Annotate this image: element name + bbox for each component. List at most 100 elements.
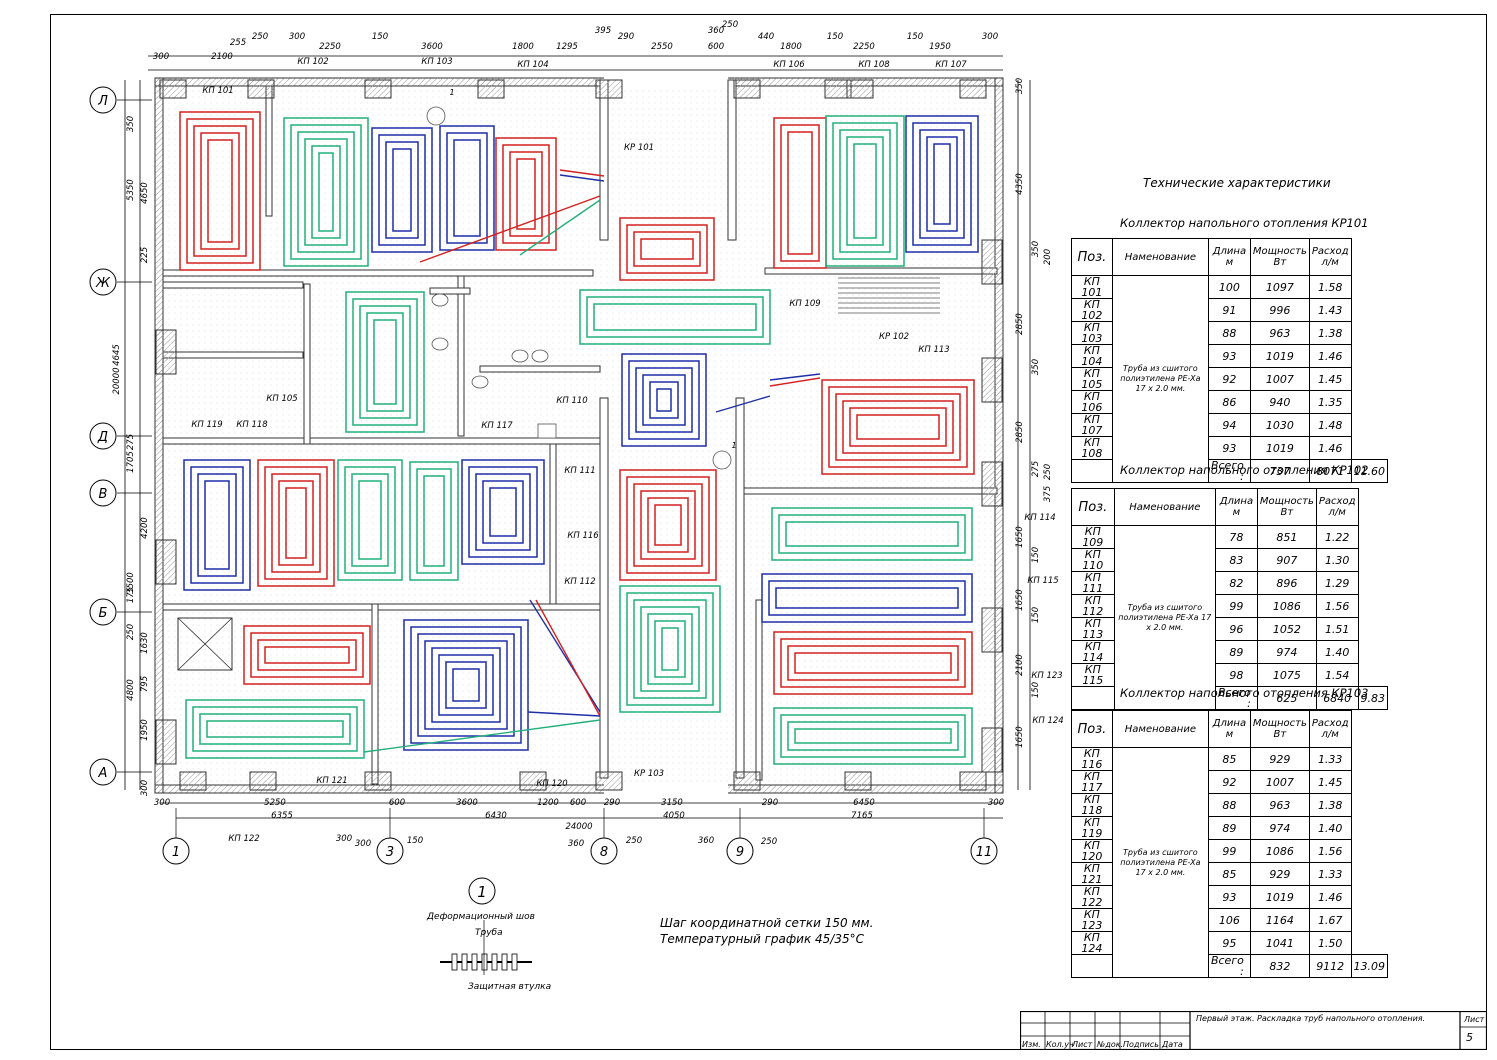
facade-pier bbox=[247, 79, 275, 99]
loop-pipe bbox=[821, 379, 975, 475]
loop-pipe bbox=[642, 374, 686, 426]
table-cell-value: 93 bbox=[1207, 344, 1251, 368]
loop-pipe bbox=[192, 706, 358, 752]
loop-pipe bbox=[647, 613, 693, 685]
loop-label: КП 122 bbox=[228, 834, 259, 844]
loop-pipe bbox=[179, 111, 261, 271]
loop-pipe bbox=[431, 647, 501, 723]
table-cell-value: 1.30 bbox=[1315, 548, 1359, 572]
interior-wall bbox=[265, 85, 273, 217]
loop-pipe bbox=[271, 473, 321, 573]
loop-pipe bbox=[842, 400, 954, 454]
interior-wall bbox=[162, 603, 604, 611]
dimension-text: 3600 bbox=[456, 798, 478, 808]
table-cell-material: Труба из сшитого полиэтилена PE-Xa 17 x … bbox=[1113, 525, 1216, 710]
dimension-text: 395 bbox=[595, 26, 611, 36]
loop-pipe bbox=[250, 632, 364, 678]
table-cell-position: КП 105 bbox=[1071, 367, 1113, 391]
feeder-pipe bbox=[715, 395, 771, 413]
loop-label: КП 115 bbox=[1027, 576, 1058, 586]
loop-pipe bbox=[516, 158, 536, 230]
loop-pipe bbox=[619, 217, 715, 281]
loop-pipe bbox=[661, 627, 679, 671]
table-header-cell: Мощность Вт bbox=[1249, 710, 1310, 748]
loop-pipe bbox=[417, 633, 515, 737]
sanitary-fixture bbox=[431, 293, 449, 307]
loop-pipe bbox=[768, 580, 966, 616]
table-cell-value: 1007 bbox=[1249, 770, 1310, 794]
loop-pipe bbox=[468, 466, 538, 558]
loop-pipe bbox=[311, 145, 341, 239]
dimension-text: 300 bbox=[982, 32, 998, 42]
table-cell-value: 1.22 bbox=[1315, 525, 1359, 549]
facade-pier bbox=[959, 771, 987, 791]
grid-axis-bubble bbox=[970, 837, 998, 865]
dimension-text: 300 bbox=[336, 834, 352, 844]
facade-pier bbox=[249, 771, 277, 791]
grid-axis-bubble bbox=[89, 86, 117, 114]
loop-pipe bbox=[257, 459, 335, 587]
loop-pipe bbox=[635, 367, 693, 433]
interior-wall bbox=[162, 437, 604, 445]
loop-pipe bbox=[482, 480, 524, 544]
table-cell-position: КП 113 bbox=[1071, 617, 1115, 641]
heating-loop bbox=[773, 707, 973, 765]
table-cell-value: 940 bbox=[1249, 390, 1310, 414]
table-cell-value: 93 bbox=[1207, 885, 1251, 909]
heating-loop bbox=[403, 619, 529, 751]
loop-pipe bbox=[640, 238, 694, 260]
loop-label: КП 107 bbox=[935, 60, 967, 70]
table-header-cell: Расход л/м bbox=[1308, 710, 1352, 748]
loop-pipe bbox=[206, 720, 344, 738]
loop-label: КП 116 bbox=[567, 531, 599, 541]
table-cell-value: 1.46 bbox=[1308, 344, 1352, 368]
dimension-text: 795 bbox=[140, 676, 150, 692]
feeder-pipe bbox=[519, 199, 601, 256]
dimension-text: 1800 bbox=[780, 42, 802, 52]
facade-pier bbox=[155, 539, 177, 585]
table-cell-value: 1.38 bbox=[1308, 321, 1352, 345]
loop-pipe bbox=[633, 231, 701, 267]
table-cell-value: 89 bbox=[1214, 640, 1258, 664]
table-cell-value: 1075 bbox=[1256, 663, 1317, 687]
interior-wall bbox=[755, 599, 763, 781]
loop-pipe bbox=[579, 289, 771, 345]
heating-loop bbox=[579, 289, 771, 345]
facade-pier bbox=[733, 771, 761, 791]
loop-pipe bbox=[371, 127, 433, 253]
heating-loop bbox=[825, 115, 905, 267]
heating-loop bbox=[409, 461, 459, 581]
loop-pipe bbox=[200, 132, 240, 250]
exterior-wall bbox=[154, 784, 1004, 794]
table-cell-value: 851 bbox=[1256, 525, 1317, 549]
feeder-pipe bbox=[529, 599, 601, 713]
loop-pipe bbox=[204, 480, 230, 570]
grid-axis-label: Ж bbox=[95, 276, 111, 291]
loop-pipe bbox=[654, 504, 682, 546]
table-cell-position: КП 109 bbox=[1071, 525, 1115, 549]
loop-pipe bbox=[509, 151, 543, 237]
table-header-cell: Длина м bbox=[1207, 710, 1251, 748]
interior-wall bbox=[303, 283, 311, 445]
table-header-cell: Наменование bbox=[1111, 710, 1209, 748]
dimension-text: 1705 bbox=[126, 451, 136, 473]
table-cell-value: 85 bbox=[1207, 747, 1251, 771]
loop-pipe bbox=[787, 131, 813, 255]
table-header-cell: Наменование bbox=[1113, 488, 1216, 526]
loop-label: КП 119 bbox=[191, 420, 222, 430]
loop-pipe bbox=[318, 152, 334, 232]
dimension-text: 5250 bbox=[264, 798, 286, 808]
loop-pipe bbox=[409, 461, 459, 581]
loop-pipe bbox=[628, 360, 700, 440]
interior-wall bbox=[457, 275, 465, 437]
dimension-text: 360 bbox=[698, 836, 714, 846]
loop-pipe bbox=[654, 620, 686, 678]
loop-pipe bbox=[640, 490, 696, 560]
dimension-text: 150 bbox=[1031, 682, 1041, 698]
